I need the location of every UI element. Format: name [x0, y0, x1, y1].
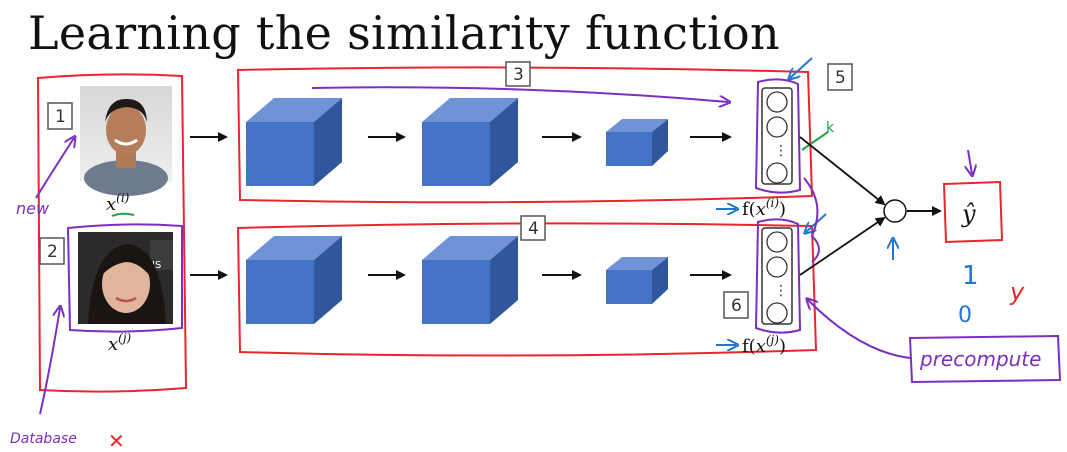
- fxi-label: f(x(i)): [742, 196, 786, 220]
- bottom-cube-2: [422, 236, 518, 324]
- combiner-node: [884, 200, 906, 222]
- box-5-label: 5: [835, 68, 846, 88]
- new-arrow: [36, 138, 74, 198]
- purple-connector: [804, 178, 819, 262]
- handwritten-cross: ✕: [108, 429, 125, 452]
- fxj-label: f(x(j)): [742, 333, 786, 357]
- handwritten-y: y: [1009, 278, 1025, 306]
- handwritten-one: 1: [962, 261, 979, 291]
- svg-text:⋮: ⋮: [774, 283, 788, 299]
- box-6-label: 6: [731, 296, 742, 316]
- bottom-encoding-vector: ⋮: [756, 219, 800, 332]
- photo-new-person: [80, 86, 172, 196]
- bottom-cube-3: [606, 257, 668, 304]
- top-encoding-vector: ⋮: [756, 79, 800, 192]
- xi-underline: [112, 214, 134, 216]
- yhat-label: ŷ: [961, 200, 976, 228]
- box-4-label: 4: [528, 219, 539, 239]
- box-1-label: 1: [55, 107, 66, 127]
- box-2-label: 2: [47, 242, 58, 262]
- top-cube-3: [606, 119, 668, 166]
- xi-label: x(i): [106, 191, 130, 215]
- handwritten-database: Database: [10, 431, 77, 447]
- handwritten-new: new: [16, 199, 50, 218]
- svg-text:⋮: ⋮: [774, 143, 788, 159]
- handwritten-k: k: [826, 120, 835, 136]
- handwritten-precompute: precompute: [919, 347, 1041, 371]
- purple-pointer-output: [968, 150, 972, 174]
- handwritten-zero: 0: [958, 303, 972, 328]
- database-arrow: [40, 308, 60, 414]
- top-flow-arrow: [312, 87, 728, 102]
- top-cube-2: [422, 98, 518, 186]
- top-cube-1: [246, 98, 342, 186]
- photo-database-person: JS: [78, 232, 173, 324]
- bottom-cube-1: [246, 236, 342, 324]
- box-3-label: 3: [513, 65, 524, 85]
- precompute-arrow: [808, 300, 910, 358]
- xj-label: x(j): [108, 331, 132, 355]
